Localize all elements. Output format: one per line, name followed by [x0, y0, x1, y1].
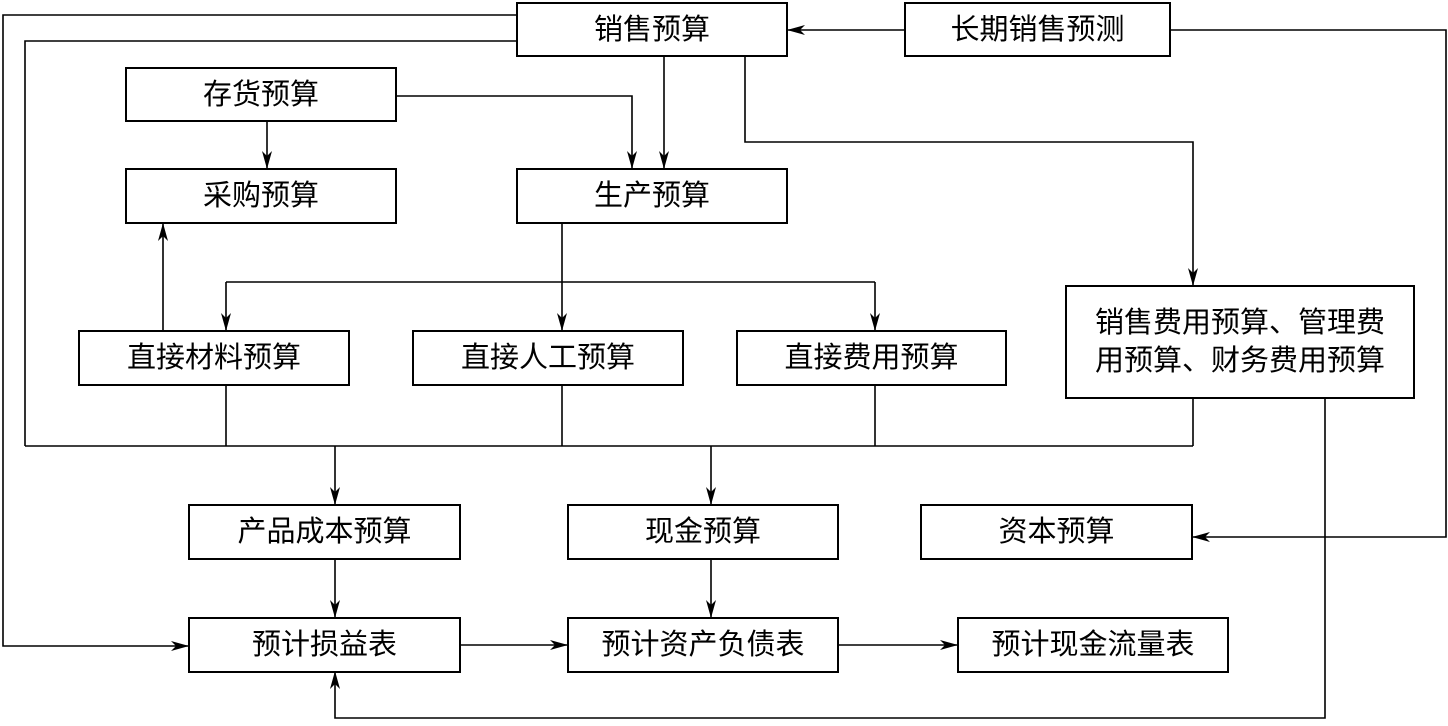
cash-budget-box: 现金预算: [567, 504, 839, 560]
projected-income-statement-box: 预计损益表: [188, 617, 461, 673]
production-budget-box: 生产预算: [516, 168, 788, 224]
direct-material-budget-box: 直接材料预算: [78, 330, 350, 386]
line-sales-to-bus: [24, 40, 516, 446]
arrow-expenses-to-income: [330, 398, 1326, 719]
inventory-budget-box: 存货预算: [125, 67, 397, 122]
direct-labor-budget-box: 直接人工预算: [412, 330, 684, 386]
product-cost-budget-box: 产品成本预算: [188, 504, 461, 560]
sales-budget-box: 销售预算: [516, 2, 788, 57]
arrow-inventory-to-production: [396, 95, 637, 169]
long-term-sales-forecast-box: 长期销售预测: [904, 2, 1171, 57]
purchase-budget-box: 采购预算: [125, 168, 397, 224]
direct-expense-budget-box: 直接费用预算: [736, 330, 1007, 386]
period-expense-budgets-box: 销售费用预算、管理费 用预算、财务费用预算: [1065, 285, 1415, 399]
arrow-forecast-to-capital: [1170, 29, 1447, 542]
capital-budget-box: 资本预算: [920, 504, 1193, 560]
projected-balance-sheet-box: 预计资产负债表: [567, 617, 839, 673]
arrow-sales-to-expenses: [744, 56, 1198, 286]
projected-cash-flow-statement-box: 预计现金流量表: [957, 617, 1229, 673]
arrow-sales-to-income: [2, 14, 516, 651]
